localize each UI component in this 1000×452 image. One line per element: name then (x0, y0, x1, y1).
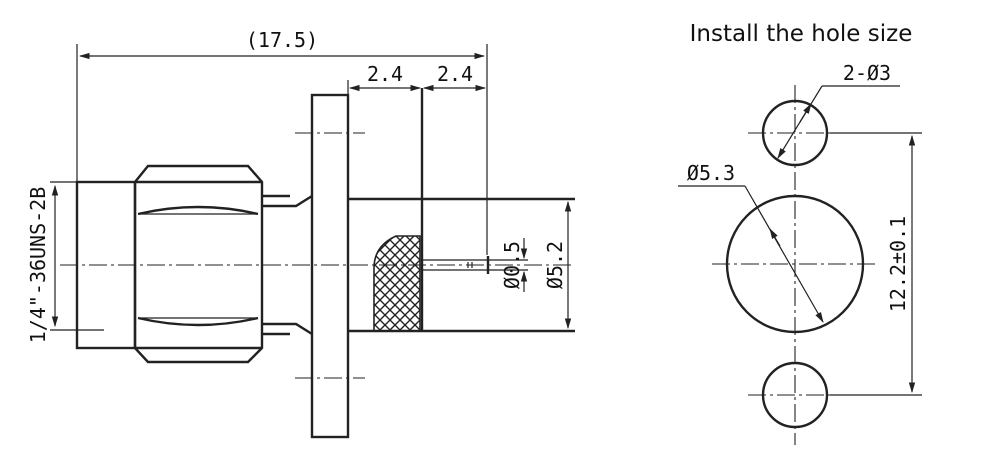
body-diameter-label: Ø5.2 (543, 241, 567, 289)
mounting-flange (310, 93, 350, 439)
insulator-hatching (373, 235, 421, 332)
mount-hole-leader (777, 85, 900, 159)
connector-side-view: (17.5) 2.4 2.4 1/4"-36UNS-2B Ø0.5 Ø5.2 (26, 28, 575, 439)
overall-length-label: (17.5) (246, 28, 318, 52)
thread-dimension (50, 181, 104, 331)
hole-pattern-view: Install the hole size 2-Ø3 Ø5.3 (678, 21, 922, 445)
flange-offset-1-label: 2.4 (367, 62, 403, 86)
mount-holes-label: 2-Ø3 (843, 61, 891, 85)
neck (262, 194, 313, 336)
center-hole-label: Ø5.3 (687, 161, 735, 185)
hole-pattern-title: Install the hole size (690, 21, 913, 47)
hole-spacing-dimension (830, 132, 922, 396)
hex-nut (133, 164, 264, 364)
flange-offset-dimensions (347, 80, 487, 95)
flange-offset-2-label: 2.4 (437, 62, 473, 86)
pin-diameter-label: Ø0.5 (500, 241, 524, 289)
center-pin (422, 256, 490, 274)
pin-diameter-dimension (488, 238, 528, 292)
center-hole-leader (678, 185, 824, 323)
thread-spec-label: 1/4"-36UNS-2B (26, 187, 50, 344)
overall-length-dimension (76, 44, 488, 255)
hole-spacing-label: 12.2±0.1 (886, 216, 910, 312)
